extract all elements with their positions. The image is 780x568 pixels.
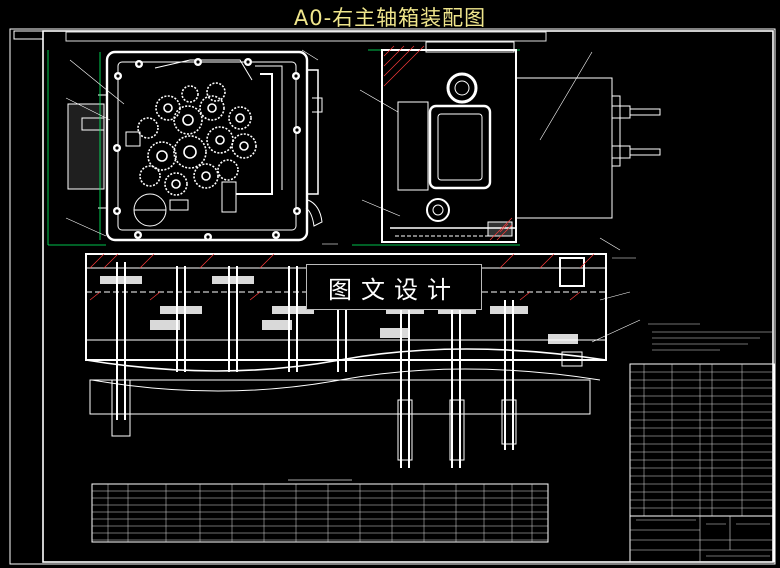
watermark-label: 图文设计 bbox=[306, 264, 482, 310]
spindle-parameter-table bbox=[91, 479, 549, 543]
title-block bbox=[629, 515, 775, 563]
page-title: A0-右主轴箱装配图 bbox=[293, 6, 487, 30]
gear-cluster bbox=[137, 82, 257, 196]
side-view bbox=[381, 41, 661, 243]
front-view bbox=[67, 50, 323, 242]
leader-lines bbox=[65, 49, 641, 343]
section-view-hatch bbox=[89, 253, 595, 301]
drawing-frame bbox=[9, 28, 776, 565]
parts-list bbox=[629, 363, 775, 517]
technical-requirements bbox=[648, 323, 772, 351]
side-view-hatch bbox=[383, 45, 513, 241]
